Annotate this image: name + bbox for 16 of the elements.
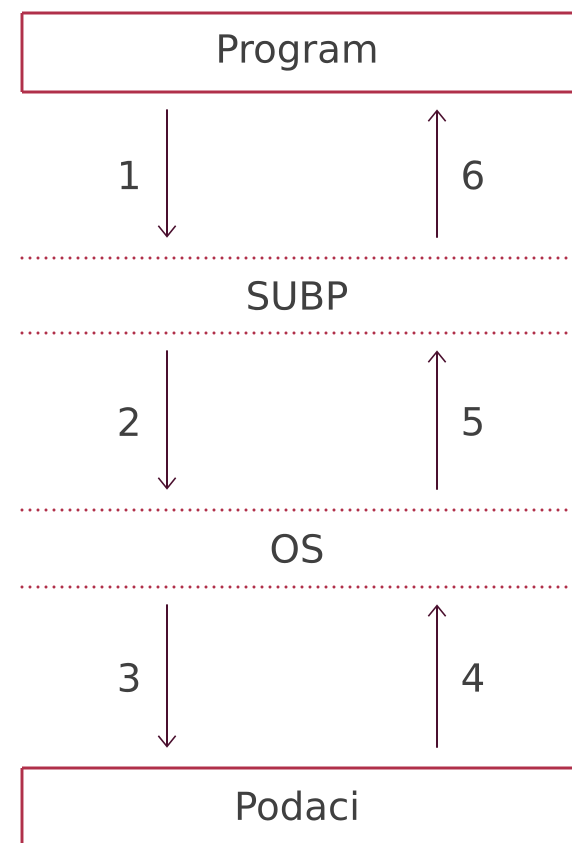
edge-label: 5 [459, 406, 487, 438]
arrow [428, 604, 446, 748]
process-box: OS [20, 508, 572, 588]
edge-label: 3 [115, 662, 143, 694]
arrow [158, 350, 176, 490]
edge-label: 4 [459, 662, 487, 693]
process-box: Podaci [20, 766, 572, 843]
edge-label: 6 [459, 159, 487, 191]
arrow [158, 604, 176, 748]
process-box: SUBP [20, 256, 572, 334]
arrow [428, 350, 446, 490]
arrow [158, 109, 176, 238]
arrow [428, 109, 446, 238]
edge-label: 2 [115, 406, 143, 438]
process-box: Program [20, 12, 572, 94]
edge-label: 1 [115, 160, 143, 190]
